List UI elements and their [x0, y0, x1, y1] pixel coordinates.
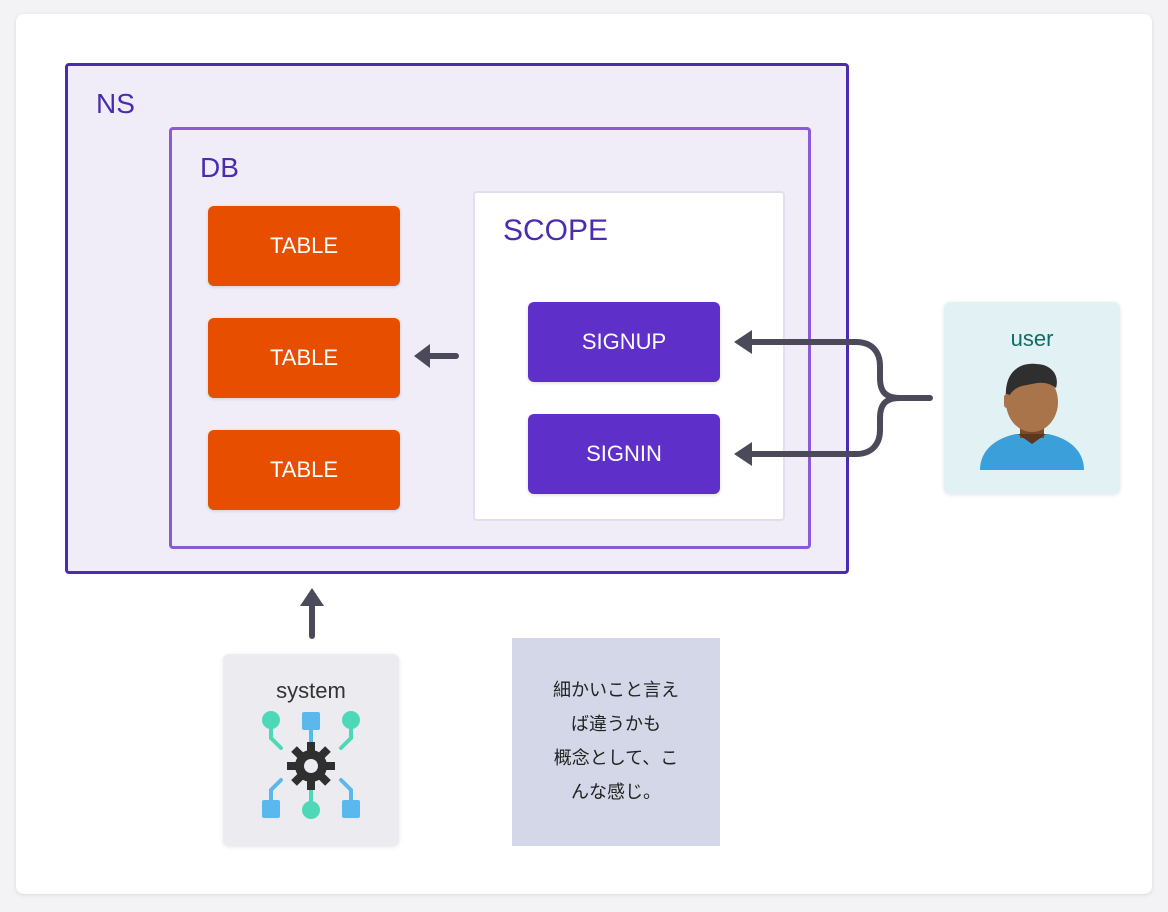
- arrowhead-signup: [734, 330, 752, 354]
- arrow-user-to-signin: [749, 395, 903, 457]
- arrow-user-to-signup: [749, 339, 933, 401]
- scope-label: SCOPE: [503, 214, 609, 247]
- ns-label: NS: [96, 88, 135, 119]
- system-label: system: [276, 678, 346, 703]
- signup-box: SIGNUP: [528, 302, 720, 382]
- table-box-2: TABLE: [208, 318, 400, 398]
- note-box: 細かいこと言え ば違うかも 概念として、こ んな感じ。: [512, 638, 720, 846]
- system-card: system: [223, 654, 399, 846]
- note-line-2: ば違うかも: [571, 714, 661, 735]
- note-line-1: 細かいこと言え: [553, 680, 679, 701]
- system-gear-network-icon: [262, 711, 360, 819]
- signin-box: SIGNIN: [528, 414, 720, 494]
- arrowhead-table: [414, 344, 430, 368]
- user-label: user: [1010, 326, 1054, 351]
- user-card: user: [944, 302, 1120, 494]
- user-avatar-icon: [980, 363, 1084, 470]
- note-line-3: 概念として、こ: [553, 748, 679, 769]
- db-label: DB: [200, 152, 239, 183]
- arrowhead-ns: [300, 588, 324, 606]
- table-box-3: TABLE: [208, 430, 400, 510]
- arrowhead-signin: [734, 442, 752, 466]
- note-line-4: んな感じ。: [571, 782, 661, 803]
- table-box-1: TABLE: [208, 206, 400, 286]
